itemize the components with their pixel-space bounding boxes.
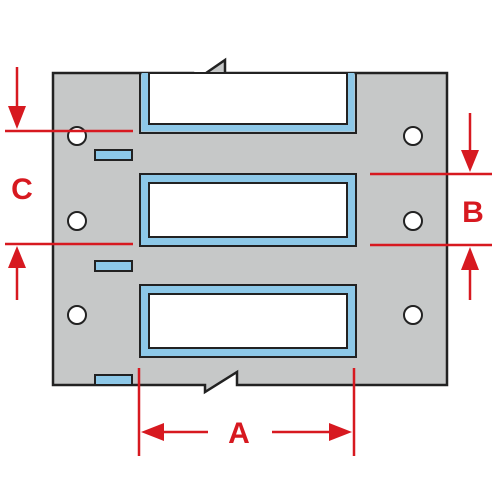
dimension-a-arrowhead-left xyxy=(141,423,164,441)
label-top-partial xyxy=(139,72,357,134)
carrier-tab xyxy=(94,149,133,161)
dimension-b-arrowhead-bottom xyxy=(461,247,479,270)
carrier-tab xyxy=(94,374,133,386)
dimension-c-arrowhead-bottom xyxy=(8,246,26,268)
label-middle xyxy=(139,173,357,247)
label-bottom xyxy=(139,284,357,358)
dimension-a-label: A xyxy=(228,417,250,450)
dimension-c-arrowhead-top xyxy=(8,106,26,129)
sprocket-holes-right xyxy=(403,126,423,325)
dimension-a-arrowhead-right xyxy=(329,423,352,441)
dimension-b-label: B xyxy=(462,196,484,229)
dimension-c-label: C xyxy=(11,173,33,206)
dimension-c: C xyxy=(5,67,133,300)
dimension-b-arrowhead-top xyxy=(461,150,479,172)
dimension-a: A xyxy=(137,368,356,456)
dimension-b: B xyxy=(370,113,492,300)
carrier-tab xyxy=(94,260,133,272)
